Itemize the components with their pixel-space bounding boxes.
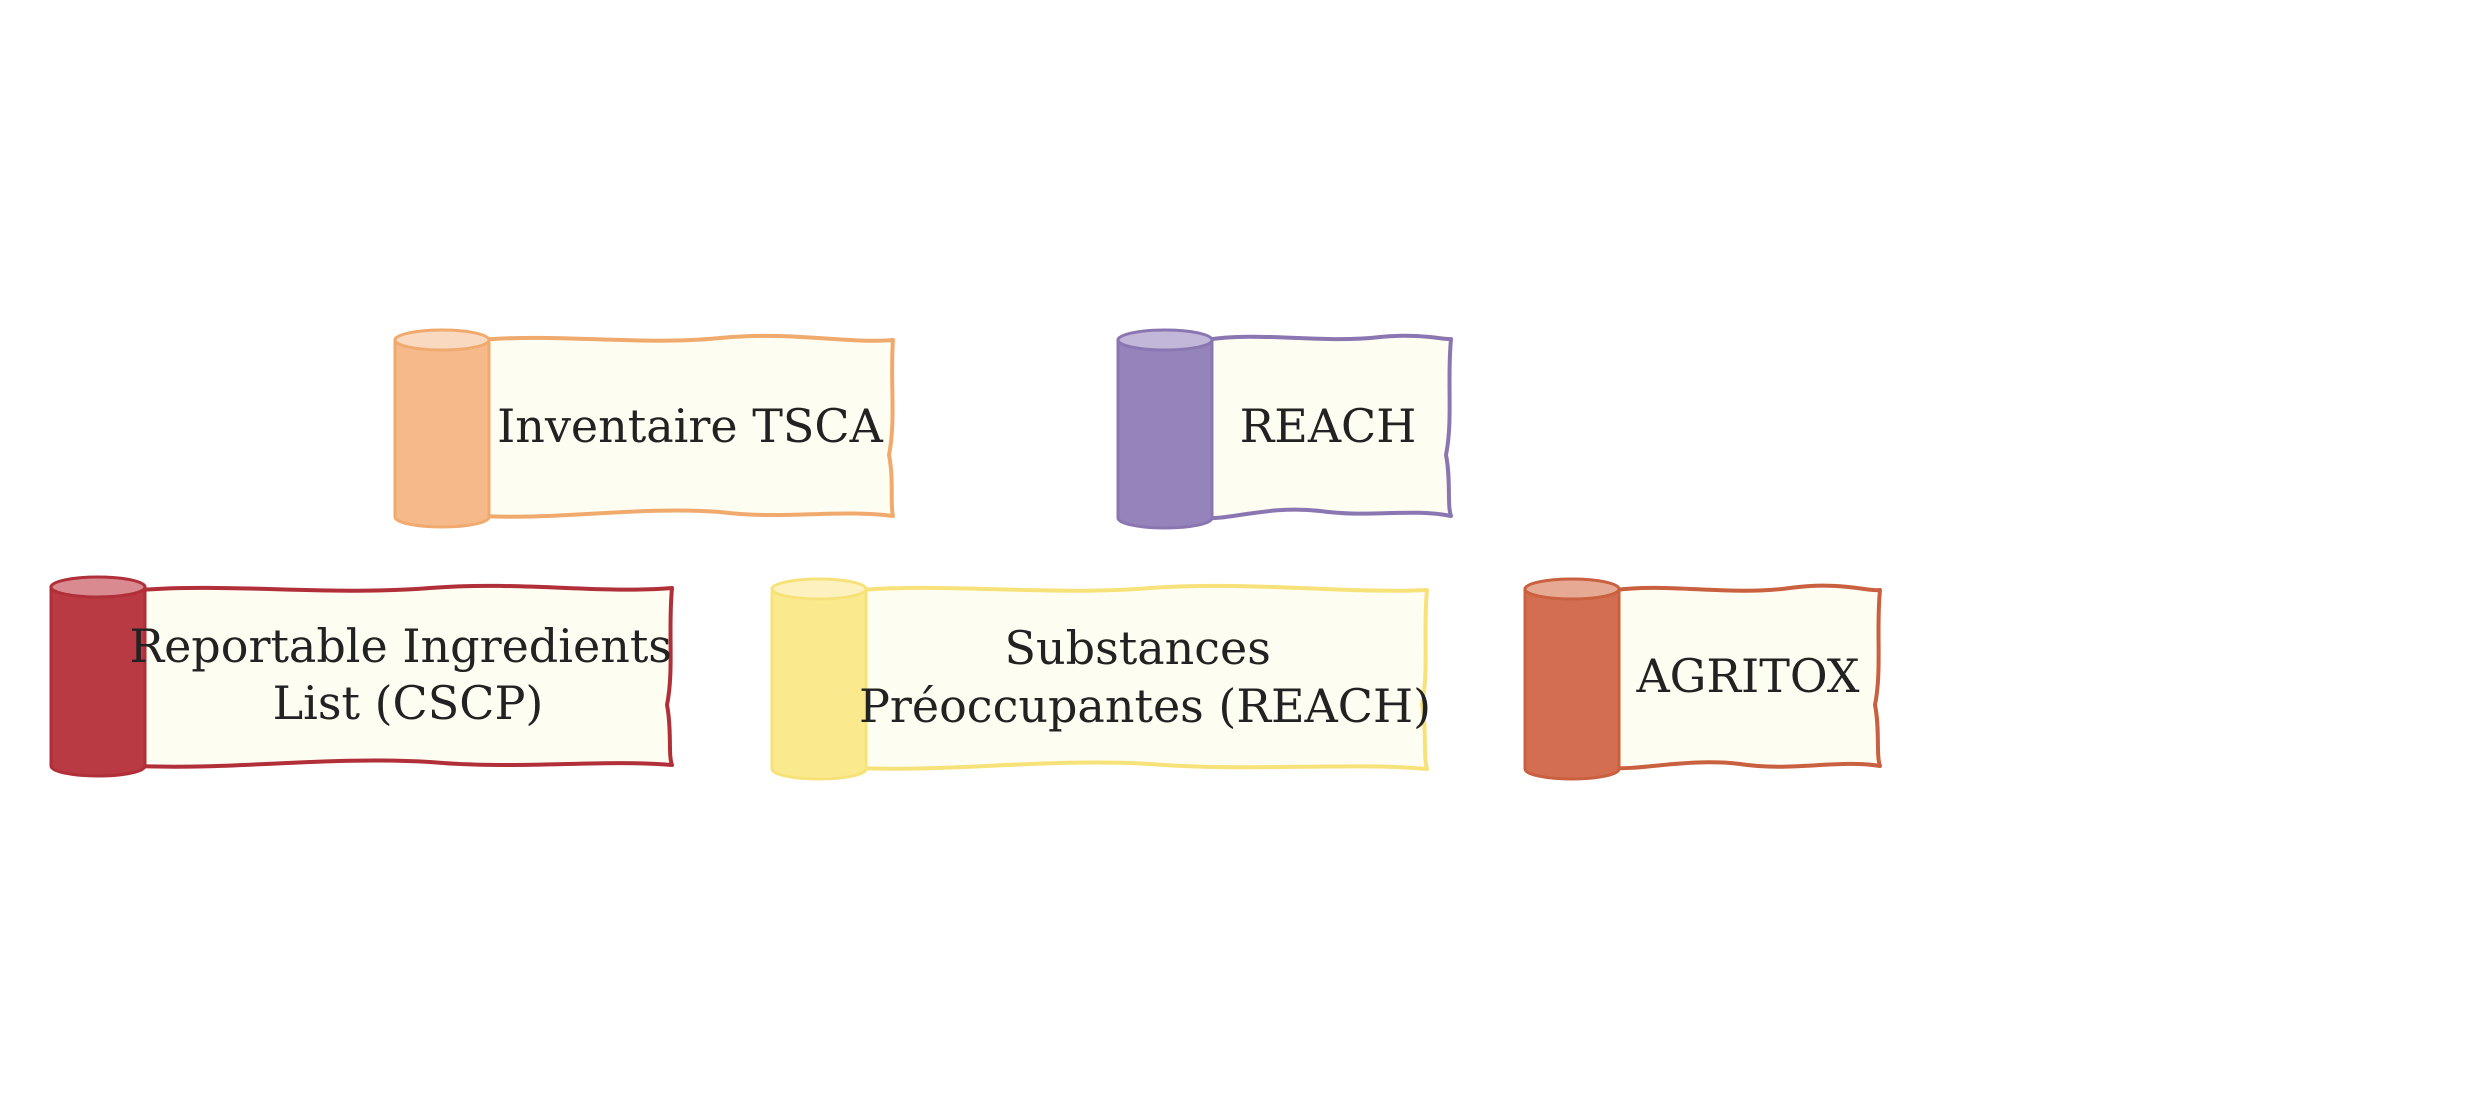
scroll-label: Inventaire TSCA [497,399,883,453]
scroll-label: AGRITOX [1635,649,1859,703]
scroll-roll-body [1116,338,1214,530]
scroll-roll-cap [393,328,491,352]
scroll-paper [478,333,895,519]
scroll-inventaire-tsca: Inventaire TSCA [393,328,895,529]
scroll-roll-cap [1523,577,1621,601]
scroll-label: Substances Préoccupantes (REACH) [859,621,1431,733]
scroll-roll-body [49,585,147,778]
scroll-label: REACH [1240,399,1417,453]
scroll-label: Reportable Ingredients List (CSCP) [129,619,686,730]
scroll-reportable-ingredients-list: Reportable Ingredients List (CSCP) [49,575,686,778]
scroll-roll-body [1523,587,1621,781]
scroll-roll-cap [770,577,868,601]
scroll-reach: REACH [1116,328,1453,530]
scroll-paper [138,583,674,769]
scroll-paper [1613,583,1882,771]
scroll-roll-body [770,587,868,781]
scroll-roll-cap [1116,328,1214,352]
scroll-agritox: AGRITOX [1523,577,1882,781]
scroll-paper [1203,333,1453,521]
scroll-paper [858,583,1429,771]
scroll-roll-body [393,338,491,529]
scroll-substances-preoccupantes: Substances Préoccupantes (REACH) [770,577,1431,781]
scroll-roll-cap [49,575,147,599]
